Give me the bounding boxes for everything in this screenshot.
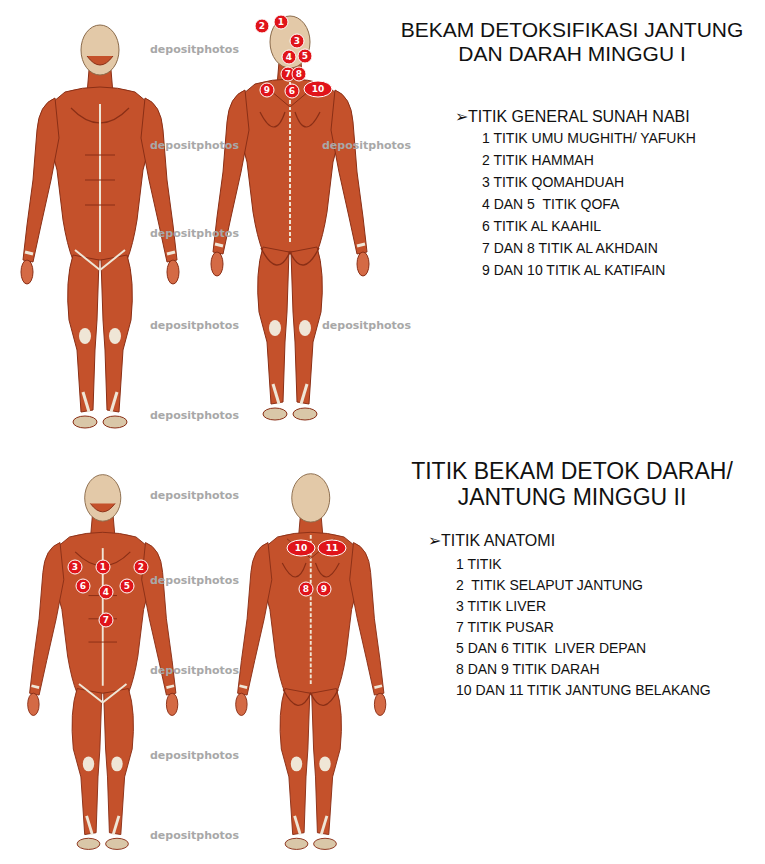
heading: BEKAM DETOKSIFIKASI JANTUNG DAN DARAH MI… (383, 18, 761, 66)
callout-number: 9 (264, 86, 270, 95)
list-item: 10 DAN 11 TITIK JANTUNG BELAKANG (456, 682, 711, 698)
watermark: depositphotos (150, 575, 239, 588)
list-item: 9 DAN 10 TITIK AL KATIFAIN (482, 262, 665, 278)
list-item: 3 TITIK LIVER (456, 598, 546, 614)
list-item: 7 TITIK PUSAR (456, 619, 554, 635)
callout-number: 5 (124, 582, 130, 591)
watermark: depositphotos (150, 320, 239, 333)
list-item: 5 DAN 6 TITIK LIVER DEPAN (456, 640, 646, 656)
watermark: depositphotos (150, 410, 239, 423)
callout-number: 2 (138, 563, 144, 572)
watermark: depositphotos (150, 228, 239, 241)
watermark: depositphotos (322, 140, 411, 153)
callout-number: 8 (303, 585, 309, 594)
watermark: depositphotos (150, 140, 239, 153)
list-item: 4 DAN 5 TITIK QOFA (482, 196, 619, 212)
callout-number: 1 (100, 563, 106, 572)
callout-dots (68, 15, 346, 627)
callout-number: 8 (296, 70, 302, 79)
list-item: 2 TITIK HAMMAH (482, 152, 594, 168)
callout-number: 5 (302, 52, 308, 61)
list-heading: ➢TITIK ANATOMI (428, 532, 555, 550)
callout-number: 7 (103, 616, 109, 625)
heading: TITIK BEKAM DETOK DARAH/ JANTUNG MINGGU … (383, 458, 761, 511)
list-item: 1 TITIK (456, 556, 502, 572)
callout-number: 6 (289, 87, 295, 96)
callout-number: 4 (103, 588, 109, 597)
watermark: depositphotos (150, 750, 239, 763)
list-item: 6 TITIK AL KAAHIL (482, 218, 601, 234)
watermark: depositphotos (150, 665, 239, 678)
callout-number: 2 (259, 22, 265, 31)
watermark: depositphotos (322, 320, 411, 333)
callout-number: 11 (326, 544, 339, 553)
callout-number: 3 (72, 563, 78, 572)
callout-number: 6 (80, 582, 86, 591)
callout-number: 10 (295, 544, 308, 553)
list-item: 7 DAN 8 TITIK AL AKHDAIN (482, 240, 658, 256)
callout-number: 7 (285, 70, 291, 79)
callout-number: 1 (278, 18, 284, 27)
watermark: depositphotos (150, 44, 239, 57)
list-item: 3 TITIK QOMAHDUAH (482, 174, 624, 190)
list-item: 8 DAN 9 TITIK DARAH (456, 661, 600, 677)
callout-number: 4 (286, 53, 292, 62)
callout-number: 10 (312, 85, 325, 94)
watermark: depositphotos (150, 830, 239, 843)
list-item: 1 TITIK UMU MUGHITH/ YAFUKH (482, 130, 696, 146)
callout-number: 9 (321, 585, 327, 594)
watermark: depositphotos (150, 490, 239, 503)
list-heading: ➢TITIK GENERAL SUNAH NABI (455, 108, 690, 126)
callout-number: 3 (294, 37, 300, 46)
list-item: 2 TITIK SELAPUT JANTUNG (456, 577, 643, 593)
